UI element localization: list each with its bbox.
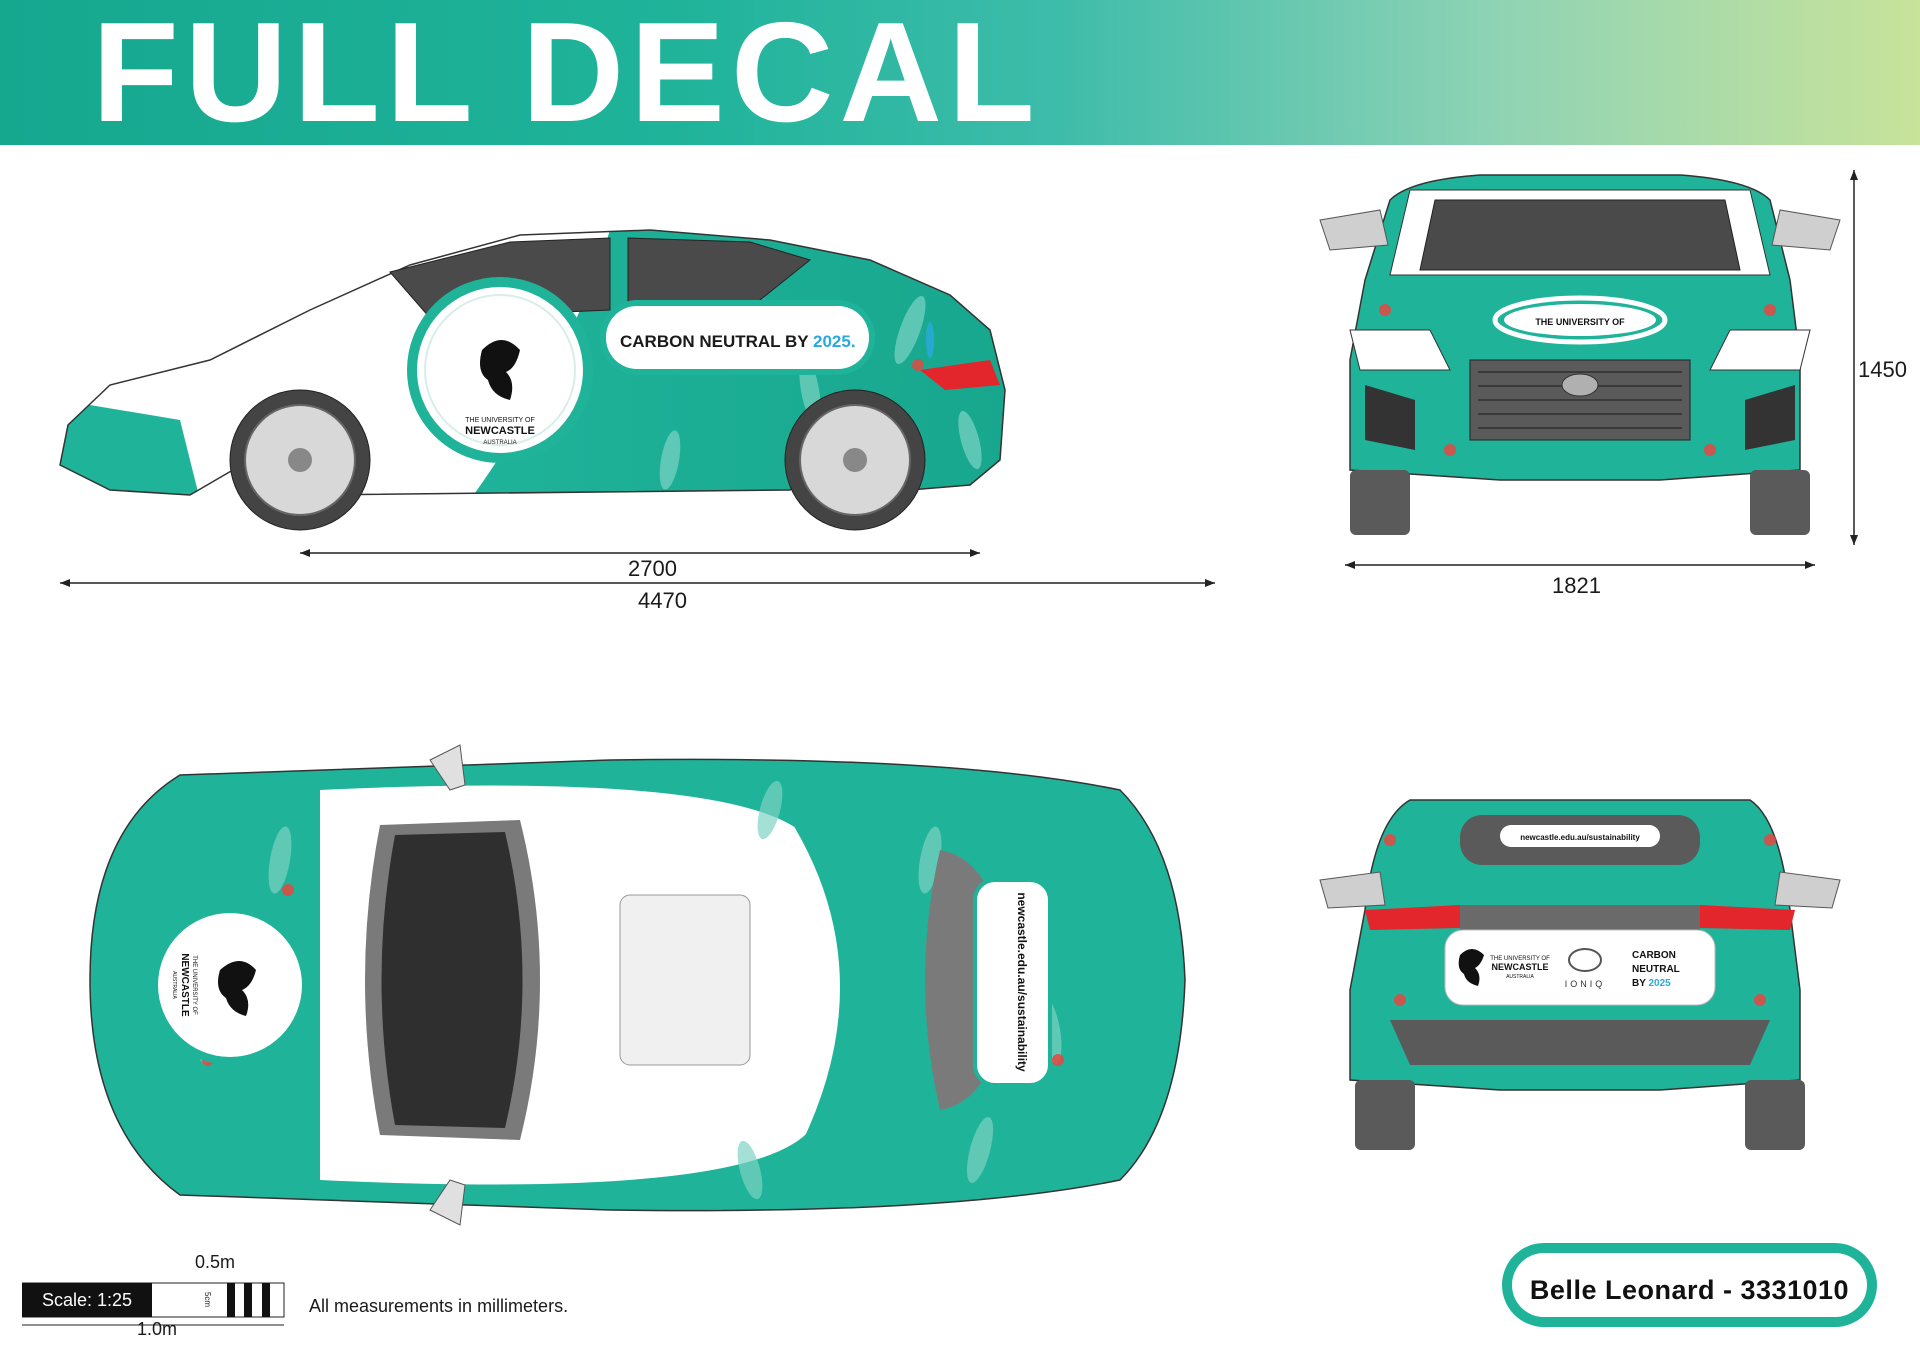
- width-label: 1821: [1552, 573, 1601, 598]
- height-label: 1450: [1858, 357, 1907, 382]
- rear-message-year: 2025: [1649, 978, 1672, 989]
- top-logo-line3: AUSTRALIA: [171, 971, 177, 999]
- rear-message-line2: NEUTRAL: [1632, 964, 1680, 975]
- side-dimension-lines: [60, 549, 1215, 587]
- rear-message-prefix: BY: [1632, 978, 1649, 989]
- name-badge-text: Belle Leonard - 3331010: [1529, 1275, 1850, 1305]
- front-logo-text: THE UNIVERSITY OF: [1535, 317, 1625, 327]
- top-view: newcastle.edu.au/sustainability THE UNIV…: [89, 744, 1186, 1226]
- side-banner-prefix: CARBON NEUTRAL BY: [620, 332, 813, 351]
- side-banner-text: CARBON NEUTRAL BY 2025.: [620, 332, 856, 351]
- top-logo-line2: NEWCASTLE: [179, 953, 190, 1017]
- rear-logo-line1: THE UNIVERSITY OF: [1490, 956, 1550, 962]
- rear-brand: IONIQ: [1565, 979, 1606, 989]
- length-label: 4470: [638, 588, 687, 613]
- front-view: THE UNIVERSITY OF: [1319, 174, 1841, 535]
- rear-logo-line3: AUSTRALIA: [1506, 974, 1534, 980]
- header-banner: FULL DECAL: [0, 0, 1920, 145]
- name-badge-inner: Belle Leonard - 3331010: [1512, 1253, 1867, 1317]
- rear-message-line1: CARBON: [1632, 950, 1676, 961]
- rear-message-line3: BY 2025: [1632, 978, 1671, 989]
- scale-bar: Scale: 1:25 5cm: [22, 1283, 284, 1317]
- wheelbase-label: 2700: [628, 556, 677, 581]
- side-banner-year: 2025.: [813, 332, 856, 351]
- side-logo-line3: AUSTRALIA: [483, 440, 516, 446]
- side-logo-line2: NEWCASTLE: [465, 425, 535, 437]
- scale-full-label: 1.0m: [137, 1319, 178, 1339]
- top-logo-line1: THE UNIVERSITY OF: [191, 955, 197, 1015]
- scale-half-label: 0.5m: [195, 1252, 236, 1272]
- scale-small-label: 5cm: [203, 1291, 213, 1308]
- rear-logo-line2: NEWCASTLE: [1492, 962, 1549, 972]
- scale-label: Scale: 1:25: [22, 1283, 152, 1317]
- name-badge: Belle Leonard - 3331010: [1502, 1243, 1877, 1327]
- measurement-note: All measurements in millimeters.: [309, 1296, 569, 1316]
- side-logo-line1: THE UNIVERSITY OF: [465, 417, 535, 424]
- page-title: FULL DECAL: [92, 0, 1041, 152]
- rear-view: newcastle.edu.au/sustainability THE UNIV…: [1319, 799, 1841, 1150]
- front-dimension-lines: [1345, 170, 1858, 569]
- side-view: THE UNIVERSITY OF NEWCASTLE AUSTRALIA CA…: [59, 229, 1006, 531]
- top-url: newcastle.edu.au/sustainability: [1015, 892, 1029, 1072]
- rear-url: newcastle.edu.au/sustainability: [1520, 833, 1640, 842]
